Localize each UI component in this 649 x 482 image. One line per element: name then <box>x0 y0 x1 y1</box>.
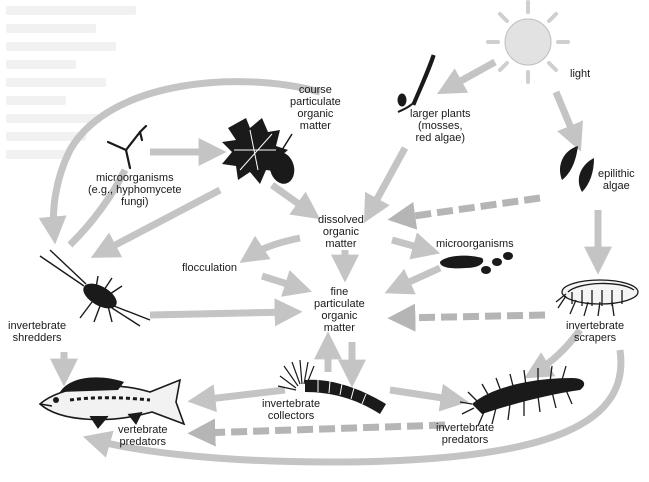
label-cpom-line-2: particulate <box>290 96 341 108</box>
dashed-arrow-predators-vertpred <box>200 425 445 433</box>
scraper-icon <box>556 280 638 316</box>
label-microorganisms-fungi: microorganisms (e.g., hyphomycete fungi) <box>88 172 182 208</box>
label-microorganisms: microorganisms <box>436 238 514 250</box>
label-vertebrate-predators-line-2: predators <box>118 436 168 448</box>
label-vertebrate-predators-line-1: vertebrate <box>118 424 168 436</box>
label-fpom-line-2: particulate <box>314 298 365 310</box>
label-scrapers: invertebrate scrapers <box>566 320 624 344</box>
label-fpom-line-3: organic <box>314 310 365 322</box>
label-microorganisms-fungi-line-2: (e.g., hyphomycete <box>88 184 182 196</box>
label-dom-line-1: dissolved <box>318 214 364 226</box>
dashed-arrow-algae-dom <box>400 198 540 218</box>
label-shredders: invertebrate shredders <box>8 320 66 344</box>
leaf-icon <box>222 118 298 187</box>
label-invertebrate-predators-line-2: predators <box>436 434 494 446</box>
label-collectors: invertebrate collectors <box>262 398 320 422</box>
label-microorganisms-text: microorganisms <box>436 238 514 250</box>
label-fpom: fine particulate organic matter <box>314 286 365 334</box>
label-fpom-line-4: matter <box>314 322 365 334</box>
label-vertebrate-predators: vertebrate predators <box>118 424 168 448</box>
label-flocculation-text: flocculation <box>182 262 237 274</box>
label-scrapers-line-1: invertebrate <box>566 320 624 332</box>
microorganisms-icon <box>440 252 513 274</box>
label-shredders-line-1: invertebrate <box>8 320 66 332</box>
arrow-floc-fpom <box>262 276 300 288</box>
arrow-light-algae <box>556 92 576 140</box>
label-larger-plants: larger plants (mosses, red algae) <box>410 108 471 144</box>
label-scrapers-line-2: scrapers <box>566 332 624 344</box>
label-invertebrate-predators-line-1: invertebrate <box>436 422 494 434</box>
label-larger-plants-line-2: (mosses, <box>410 120 471 132</box>
label-collectors-line-2: collectors <box>262 410 320 422</box>
dashed-arrow-scrapers-fpom <box>400 315 545 318</box>
arrow-plants-dom <box>370 148 405 212</box>
label-fpom-line-1: fine <box>314 286 365 298</box>
label-dom-line-3: matter <box>318 238 364 250</box>
arrow-dom-floc <box>250 238 300 256</box>
label-cpom: course particulate organic matter <box>290 84 341 132</box>
label-dom: dissolved organic matter <box>318 214 364 250</box>
larger-plants-icon <box>398 55 435 112</box>
arrow-light-plants <box>448 62 495 88</box>
algae-icon <box>560 146 594 192</box>
label-microorganisms-fungi-line-1: microorganisms <box>88 172 182 184</box>
label-epilithic-algae-line-2: algae <box>598 180 635 192</box>
label-dom-line-2: organic <box>318 226 364 238</box>
arrow-collectors-centipede <box>390 390 456 400</box>
label-shredders-line-2: shredders <box>8 332 66 344</box>
arrow-cpom-dom <box>272 185 310 212</box>
label-invertebrate-predators: invertebrate predators <box>436 422 494 446</box>
label-flocculation: flocculation <box>182 262 237 274</box>
fungi-icon <box>108 126 146 168</box>
label-microorganisms-fungi-line-3: fungi) <box>88 196 182 208</box>
arrow-micro-fpom <box>396 268 440 288</box>
label-collectors-line-1: invertebrate <box>262 398 320 410</box>
label-light-text: light <box>570 68 590 80</box>
arrow-shredders-fpom <box>150 312 290 315</box>
shredder-icon <box>40 250 150 326</box>
fish-icon <box>40 377 184 428</box>
label-cpom-line-3: organic <box>290 108 341 120</box>
centipede-icon <box>460 366 584 426</box>
sun-icon <box>488 2 568 82</box>
label-larger-plants-line-1: larger plants <box>410 108 471 120</box>
arrow-dom-micro <box>392 240 428 250</box>
label-cpom-line-1: course <box>290 84 341 96</box>
label-light: light <box>570 68 590 80</box>
label-epilithic-algae: epilithic algae <box>598 168 635 192</box>
label-cpom-line-4: matter <box>290 120 341 132</box>
label-larger-plants-line-3: red algae) <box>410 132 471 144</box>
label-epilithic-algae-line-1: epilithic <box>598 168 635 180</box>
